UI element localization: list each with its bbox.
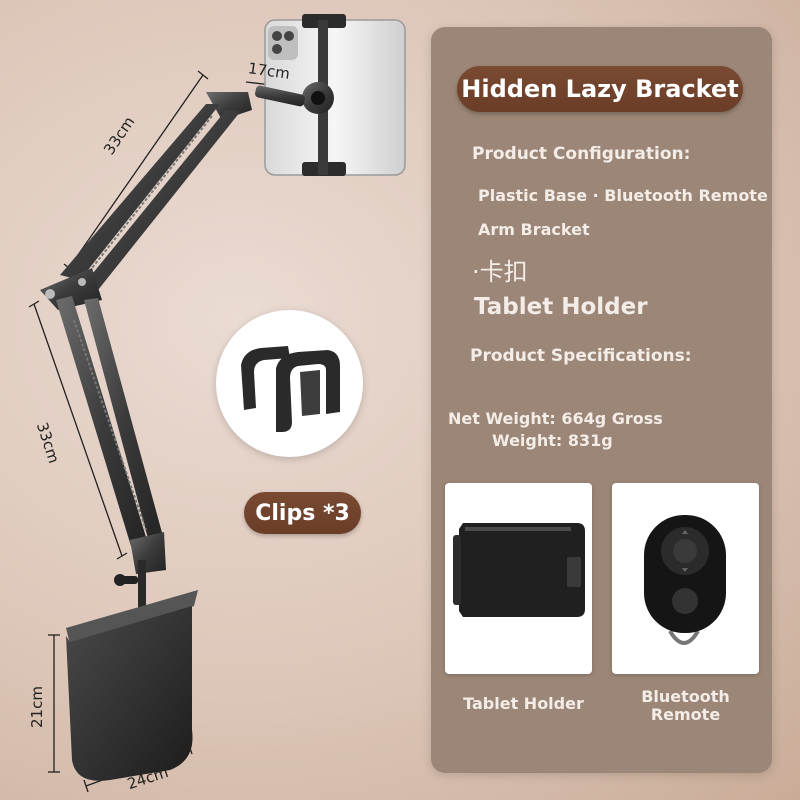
bluetooth-remote-label-line2: Remote xyxy=(650,705,721,724)
lower-arm xyxy=(56,296,166,574)
spec-line-2: Weight: 831g xyxy=(492,431,613,450)
bluetooth-remote-label-line1: Bluetooth xyxy=(641,687,730,706)
clips-label: Clips *3 xyxy=(244,492,361,534)
bluetooth-remote-card xyxy=(612,483,759,674)
panel-title: Hidden Lazy Bracket xyxy=(457,66,743,112)
clip-icon xyxy=(241,346,340,432)
tablet-holder-card xyxy=(445,483,592,674)
upper-arm xyxy=(60,92,252,290)
tablet-holder-icon xyxy=(453,523,585,617)
clips-image xyxy=(216,310,363,457)
config-line-4: Tablet Holder xyxy=(474,294,648,320)
spec-line-1: Net Weight: 664g Gross xyxy=(448,409,663,428)
support-pole xyxy=(114,560,146,608)
config-line-3: ·卡扣 xyxy=(472,258,528,286)
elbow-joint xyxy=(40,268,102,310)
spec-heading: Product Specifications: xyxy=(470,346,692,366)
base-height: 21cm xyxy=(28,686,46,728)
bluetooth-remote-icon xyxy=(644,515,726,645)
bluetooth-remote-label: Bluetooth Remote xyxy=(612,688,759,724)
config-line-1: Plastic Base · Bluetooth Remote xyxy=(478,186,768,205)
clamp-joint xyxy=(255,82,334,114)
base-plate xyxy=(66,590,198,781)
config-heading: Product Configuration: xyxy=(472,144,691,164)
tablet-holder-label: Tablet Holder xyxy=(463,694,584,713)
config-line-2: Arm Bracket xyxy=(478,220,590,239)
